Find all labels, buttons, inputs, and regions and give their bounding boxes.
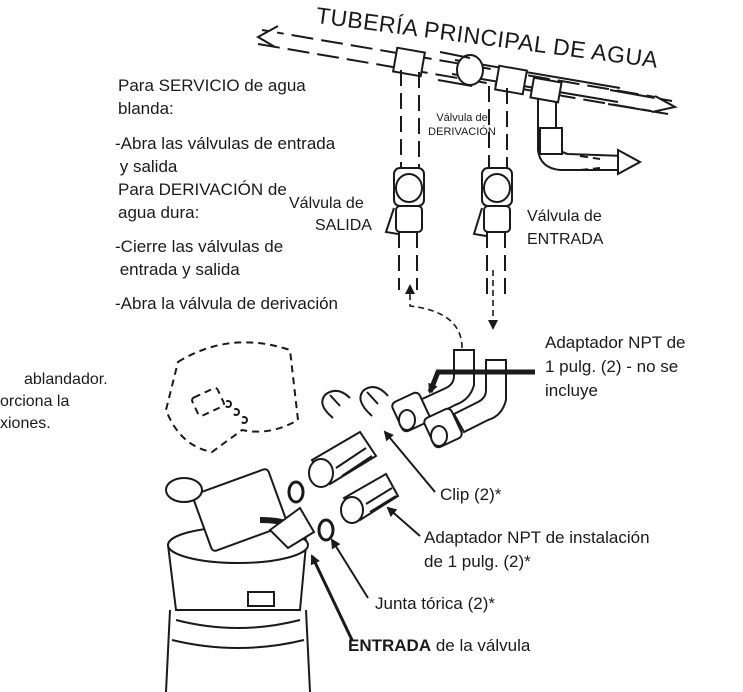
clips: [321, 386, 389, 419]
outlet-valve: [384, 167, 425, 235]
o-rings: [287, 480, 335, 542]
service-step-line-1: -Abra las válvulas de entrada: [115, 134, 336, 153]
service-step-line-2: y salida: [115, 157, 178, 176]
install-adapters: [308, 430, 400, 524]
clip-label: Clip (2)*: [440, 485, 502, 504]
bypass-step-line-1: -Cierre las válvulas de: [115, 237, 284, 256]
service-heading-line-2: blanda:: [118, 99, 174, 118]
npt-adapter-label-line-2: 1 pulg. (2) - no se: [545, 357, 679, 376]
o-ring-label: Junta tórica (2)*: [375, 594, 495, 613]
outlet-valve-label-line-2: SALIDA: [315, 217, 372, 234]
bypass-heading-line-1: Para DERIVACIÓN de: [118, 180, 287, 199]
inlet-valve: [472, 167, 513, 237]
service-heading-line-1: Para SERVICIO de agua: [118, 76, 306, 95]
softener-valve-head: [165, 468, 316, 692]
controller-housing: [164, 341, 300, 454]
npt-adapter-label-line-1: Adaptador NPT de: [545, 333, 686, 352]
bypass-valve-label-line-2: DERIVACIÓN: [428, 126, 496, 138]
cropped-text-line-1: ablandador.: [24, 371, 108, 388]
inlet-valve-label-line-1: Válvula de: [527, 208, 602, 225]
install-adapter-label-line-2: de 1 pulg. (2)*: [424, 552, 531, 571]
bypass-valve-label-line-1: Válvula de: [436, 112, 488, 124]
bypass-step-line-2: entrada y salida: [115, 260, 240, 279]
callout-lines: [310, 369, 535, 641]
inlet-valve-label-line-2: ENTRADA: [527, 231, 604, 248]
valve-inlet-label-bold: ENTRADA: [348, 636, 432, 655]
cropped-text-line-3: xiones.: [0, 415, 51, 432]
branch-pipes: [398, 70, 508, 300]
valve-inlet-label: ENTRADA de la válvula: [348, 636, 530, 656]
bypass-loop: [529, 76, 643, 176]
npt-adapters: [391, 349, 507, 449]
bypass-heading-line-2: agua dura:: [118, 203, 200, 222]
outlet-valve-label-line-1: Válvula de: [289, 195, 364, 212]
main-water-pipe: [255, 25, 678, 115]
install-adapter-label-line-1: Adaptador NPT de instalación: [424, 528, 650, 547]
bypass-step-line-3: -Abra la válvula de derivación: [115, 294, 339, 313]
flow-arrows: [405, 270, 498, 349]
cropped-text-line-2: orciona la: [0, 393, 70, 410]
valve-inlet-label-rest: de la válvula: [431, 636, 531, 655]
npt-adapter-label-line-3: incluye: [545, 381, 598, 400]
